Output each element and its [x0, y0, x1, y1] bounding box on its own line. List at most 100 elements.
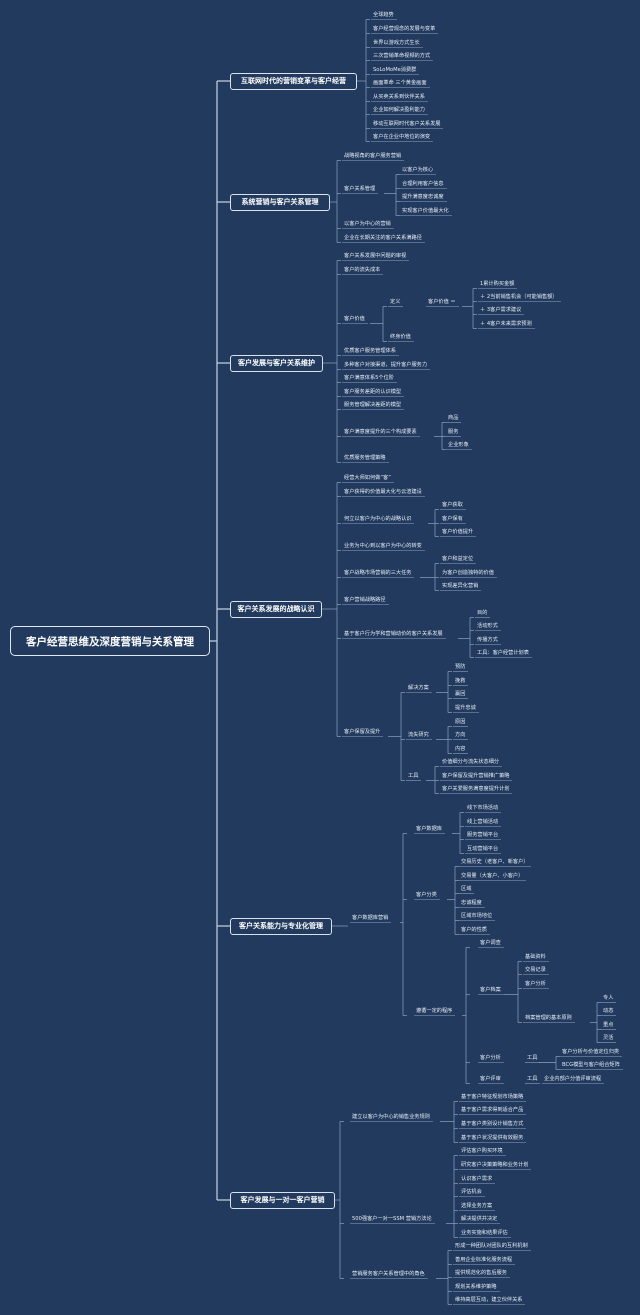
b5-principle-1[interactable]: 专人: [603, 995, 614, 1001]
b4-strategy-1[interactable]: 客户获取: [442, 502, 463, 508]
b3-item-4[interactable]: 优质客户服务管理体系: [344, 348, 396, 354]
b3-formula-3[interactable]: ＋ 3客户需求建议: [480, 307, 522, 313]
b5-analysis-tool-label[interactable]: 工具: [527, 1055, 538, 1061]
b6-ssm-4[interactable]: 评估机会: [461, 1189, 482, 1195]
b5-proc-analysis[interactable]: 客户分析: [480, 1055, 501, 1061]
b2-crm-4[interactable]: 实现客户价值最大化: [402, 208, 449, 214]
b6-ssm-1[interactable]: 评估客户购买环境: [461, 1148, 503, 1154]
b4-tool-3[interactable]: 客户关爱服务满意度提升计划: [442, 786, 510, 792]
b5-db-4[interactable]: 互动营销平台: [467, 846, 499, 852]
b4-solution-1[interactable]: 预防: [455, 664, 466, 670]
b4-item-6[interactable]: 客户营销战略路径: [344, 597, 386, 603]
b1-item-1[interactable]: 全球趋势: [373, 12, 394, 18]
b2-item-1[interactable]: 战略视角的客户服务营销: [344, 153, 402, 159]
b3-formula-2[interactable]: ＋ 2当前销售机会（可能销售额）: [480, 294, 558, 300]
b4-loss-1[interactable]: 原因: [455, 719, 466, 725]
b3-item-8[interactable]: 服务管理解决差距的模型: [344, 402, 402, 408]
b2-crm-3[interactable]: 提升满意度忠诚度: [402, 194, 444, 200]
b5-proc-review[interactable]: 客户评审: [480, 1076, 501, 1082]
b5-archive-1[interactable]: 基础资料: [525, 954, 546, 960]
b2-crm-1[interactable]: 以客户为核心: [402, 167, 434, 173]
b6-item-ssm[interactable]: 500强客户一对一SSM 营销方法论: [352, 1216, 432, 1222]
b4-solution-3[interactable]: 赢回: [455, 691, 466, 697]
b5-cls-6[interactable]: 客户的性质: [461, 927, 487, 933]
b6-ssm-7[interactable]: 业务实施和结果评估: [461, 1230, 508, 1236]
b5-review-tool-label[interactable]: 工具: [527, 1076, 538, 1082]
b6-role-2[interactable]: 善用企业标准化服务流程: [455, 1257, 513, 1263]
b4-solution-2[interactable]: 挽救: [455, 678, 466, 684]
b6-rule-3[interactable]: 基于客户类别设计销售方式: [461, 1121, 524, 1127]
b4-strategy-2[interactable]: 客户保有: [442, 516, 463, 522]
b1-item-3[interactable]: 世界以游戏方式生长: [373, 40, 420, 46]
b5-review-tool[interactable]: 企业内部户分值评审流程: [544, 1076, 602, 1082]
b5-archive-4[interactable]: 档案管理的基本原则: [525, 1015, 572, 1021]
b4-retain-loss[interactable]: 流失研究: [408, 732, 429, 738]
b5-db-3[interactable]: 服务营销平台: [467, 832, 499, 838]
b4-item-strategy[interactable]: 何立以客户为中心的战略认识: [344, 516, 412, 522]
b3-def-equation[interactable]: 客户价值 ＝: [428, 299, 456, 305]
b5-principle-4[interactable]: 灵活: [603, 1035, 614, 1041]
b4-tool-1[interactable]: 价值细分与流失状态细分: [442, 759, 500, 765]
b1-item-2[interactable]: 客户经营观念的发展与变革: [373, 26, 436, 32]
b4-retain-tools[interactable]: 工具: [408, 773, 419, 779]
b4-behavior-1[interactable]: 目的: [477, 610, 488, 616]
b3-formula-4[interactable]: ＋ 4客户未来需求预测: [480, 321, 532, 327]
b5-principle-3[interactable]: 重点: [603, 1022, 614, 1028]
b4-task-3[interactable]: 实现差异化营销: [442, 583, 479, 589]
b3-element-1[interactable]: 商品: [448, 415, 459, 421]
b5-group-cls[interactable]: 客户分类: [416, 892, 437, 898]
main-topic-4[interactable]: 客户关系发展的战略认识: [230, 601, 322, 618]
b1-item-5[interactable]: SoLoMoMe消费群: [373, 67, 417, 73]
b1-item-9[interactable]: 移动互联网时代客户关系发展: [373, 121, 441, 127]
b4-task-2[interactable]: 为客户创造独特的价值: [442, 570, 494, 576]
b6-role-3[interactable]: 提供规范化的售后服务: [455, 1270, 507, 1276]
b5-proc-archive[interactable]: 客户档案: [480, 987, 501, 993]
b4-solution-4[interactable]: 提升忠诚: [455, 705, 476, 711]
b3-item-value[interactable]: 客户价值: [344, 316, 365, 322]
b6-item-roles[interactable]: 营销服务客户关系管理中的角色: [352, 1271, 425, 1277]
b5-cls-5[interactable]: 区域市场地位: [461, 913, 493, 919]
b1-item-4[interactable]: 三次营销革命视频的方式: [373, 53, 431, 59]
main-topic-6[interactable]: 客户发展与一对一客户营销: [230, 1192, 335, 1209]
b3-value-def[interactable]: 定义: [390, 299, 401, 305]
b3-item-7[interactable]: 客户服务差距的认识模型: [344, 389, 402, 395]
main-topic-3[interactable]: 客户发展与客户关系维护: [230, 355, 323, 372]
b6-role-4[interactable]: 规划关系维护策略: [455, 1284, 497, 1290]
b6-role-1[interactable]: 形成一种团队对团队的互利机制: [455, 1243, 528, 1249]
b1-item-7[interactable]: 从买卖关系到伙伴关系: [373, 94, 425, 100]
main-topic-2[interactable]: 系统营销与客户关系管理: [230, 194, 330, 211]
b4-retain-solutions[interactable]: 解决方案: [408, 685, 429, 691]
b4-item-4[interactable]: 业务为中心到以客户为中心的转变: [344, 543, 422, 549]
b6-rule-4[interactable]: 基于客户状况提供有效服务: [461, 1135, 524, 1141]
main-topic-5[interactable]: 客户关系能力与专业化管理: [230, 918, 332, 935]
b3-value-lifetime[interactable]: 终身价值: [390, 334, 411, 340]
b4-item-tasks[interactable]: 客户战略市场营销的三大任务: [344, 570, 412, 576]
b4-item-retain[interactable]: 客户保留及提升: [344, 729, 381, 735]
b2-item-4[interactable]: 企业在长期关注的客户关系满路径: [344, 235, 422, 241]
b3-item-2[interactable]: 客户的流失成本: [344, 267, 381, 273]
root-node[interactable]: 客户经营思维及深度营销与关系管理: [10, 626, 210, 656]
b6-rule-1[interactable]: 基于客户特征规划市场策略: [461, 1094, 524, 1100]
b3-item-1[interactable]: 客户关系发展中问题的审视: [344, 253, 407, 259]
b4-strategy-3[interactable]: 客户价值提升: [442, 529, 474, 535]
b6-item-rules[interactable]: 建立以客户为中心的销售业务规则: [352, 1114, 430, 1120]
b5-db-1[interactable]: 线下市场活动: [467, 805, 499, 811]
b5-cls-1[interactable]: 交易历史（老客户、新客户）: [461, 859, 529, 865]
b5-group-proc[interactable]: 遵循一定的程序: [416, 1008, 453, 1014]
b4-loss-3[interactable]: 内容: [455, 746, 466, 752]
b5-archive-2[interactable]: 交易记录: [525, 967, 546, 973]
b5-proc-survey[interactable]: 客户调查: [480, 940, 501, 946]
b6-rule-2[interactable]: 基于客户需求得到适合产品: [461, 1107, 524, 1113]
b3-item-6[interactable]: 客户满意体系5个位阶: [344, 375, 394, 381]
b4-item-behavior[interactable]: 基于客户行为学和营销动价的客户关系发展: [344, 631, 443, 637]
b5-cls-3[interactable]: 区域: [461, 886, 472, 892]
b4-behavior-3[interactable]: 传播方式: [477, 637, 498, 643]
b5-analysis-tool-2[interactable]: BCG模型与客户组合矩阵: [562, 1062, 620, 1068]
b5-mgmt[interactable]: 客户数据库营销: [352, 915, 389, 921]
b3-formula-1[interactable]: 1累计购买金额: [480, 281, 515, 287]
b4-tool-2[interactable]: 客户保留及提升营销推广策略: [442, 773, 510, 779]
b4-task-1[interactable]: 客户和益定位: [442, 556, 474, 562]
b3-item-elements[interactable]: 客户满意度提升的三个构成要素: [344, 429, 417, 435]
b1-item-8[interactable]: 企业如何解决盈利能力: [373, 107, 425, 113]
b4-item-2[interactable]: 客户获得的价值最大化与云渲建设: [344, 489, 422, 495]
